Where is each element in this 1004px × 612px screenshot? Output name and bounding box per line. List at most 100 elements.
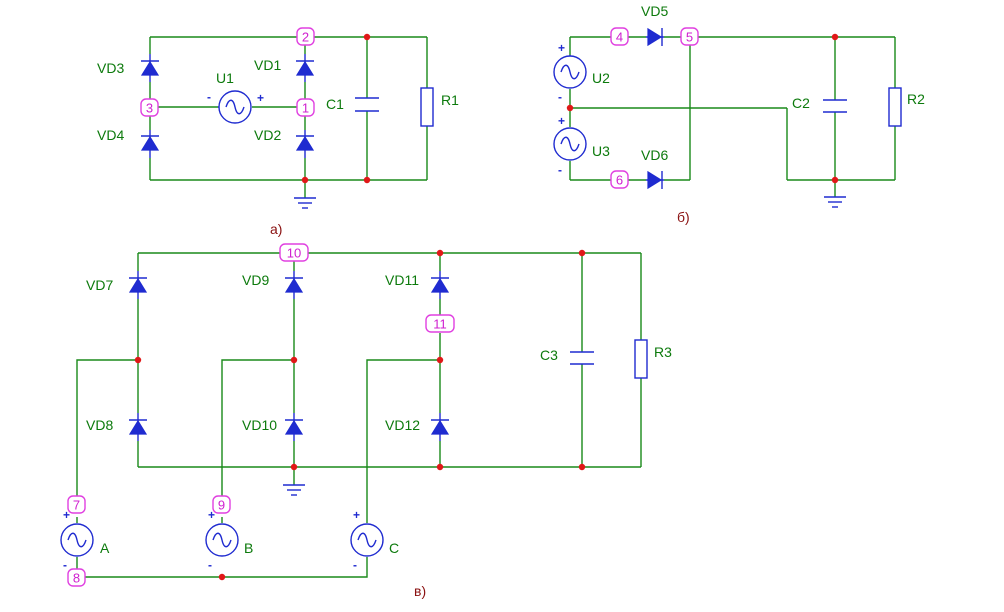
ground-c-symbol: [282, 484, 306, 496]
junction-dot: [290, 356, 298, 364]
node-marker-7: [67, 495, 86, 514]
caption-c: в): [414, 583, 426, 599]
diode-vd2-symbol: [295, 135, 315, 151]
junction-dot: [363, 176, 371, 184]
diode-vd6-symbol: [647, 170, 663, 190]
resistor-r1-symbol: [420, 87, 434, 127]
diode-vd3-symbol: [140, 60, 160, 76]
diode-vd7-symbol: [128, 277, 148, 293]
junction-dot: [831, 176, 839, 184]
caption-b: б): [677, 209, 690, 225]
u2-plus-sign: +: [558, 41, 565, 55]
node-label-5: 5: [686, 30, 693, 45]
junction-dot: [301, 176, 309, 184]
label-vd2: VD2: [254, 127, 281, 143]
node-label-8: 8: [73, 571, 80, 586]
node-label-2: 2: [302, 30, 309, 45]
u3-minus-sign: -: [558, 163, 562, 177]
node-marker-4: [610, 27, 629, 46]
label-c3: C3: [540, 347, 558, 363]
diode-vd11-symbol: [430, 277, 450, 293]
label-c1: C1: [326, 96, 344, 112]
junction-dot: [578, 249, 586, 257]
source-u1-symbol: [218, 90, 252, 124]
ground-b-symbol: [823, 196, 847, 208]
b-plus-sign: +: [208, 508, 215, 522]
c-plus-sign: +: [353, 508, 360, 522]
node-marker-9: [212, 495, 231, 514]
c-minus-sign: -: [353, 558, 357, 572]
source-b-symbol: [205, 523, 239, 557]
label-vd11: VD11: [385, 272, 419, 288]
node-label-11: 11: [433, 317, 447, 332]
u1-minus-sign: -: [207, 90, 211, 104]
label-source-c: C: [389, 540, 399, 556]
ground-a-symbol: [293, 197, 317, 209]
node-marker-3: [140, 98, 159, 117]
node-marker-2: [296, 27, 315, 46]
node-label-1: 1: [302, 101, 309, 116]
resistor-r3-symbol: [634, 339, 648, 379]
circuit-a: - + 2 1 3 VD3 VD4 VD1 VD2 U1 C1 R1 а): [97, 27, 459, 237]
node-marker-1: [296, 98, 315, 117]
node-label-7: 7: [73, 498, 80, 513]
diode-vd8-symbol: [128, 419, 148, 435]
label-u1: U1: [216, 70, 234, 86]
label-u2: U2: [592, 70, 610, 86]
junction-dot: [134, 356, 142, 364]
node-label-4: 4: [616, 30, 623, 45]
node-label-3: 3: [146, 101, 153, 116]
label-source-b: B: [244, 540, 253, 556]
diode-vd9-symbol: [284, 277, 304, 293]
caption-a: а): [270, 221, 282, 237]
junction-dot: [436, 356, 444, 364]
node-label-10: 10: [287, 246, 301, 261]
junction-dot: [566, 104, 574, 112]
node-marker-10: [279, 243, 309, 262]
junction-dot: [831, 33, 839, 41]
junction-dot: [218, 573, 226, 581]
junction-dot: [290, 463, 298, 471]
source-u2-symbol: [553, 55, 587, 89]
label-vd3: VD3: [97, 60, 124, 76]
label-r1: R1: [441, 92, 459, 108]
label-vd7: VD7: [86, 277, 113, 293]
resistor-r2-symbol: [888, 87, 902, 127]
label-vd6: VD6: [641, 147, 668, 163]
diode-vd10-symbol: [284, 419, 304, 435]
label-vd5: VD5: [641, 3, 668, 19]
node-label-6: 6: [616, 173, 623, 188]
u3-plus-sign: +: [558, 114, 565, 128]
junction-dot: [436, 249, 444, 257]
label-r3: R3: [654, 344, 672, 360]
junction-dot: [578, 463, 586, 471]
diode-vd5-symbol: [647, 27, 663, 47]
node-marker-8: [67, 568, 86, 587]
label-vd1: VD1: [254, 57, 281, 73]
source-c-symbol: [350, 523, 384, 557]
circuit-b: + - + - 4 5 6 VD5 VD6 U2 U3 C2 R2 б): [553, 3, 925, 225]
diode-vd1-symbol: [295, 60, 315, 76]
source-a-symbol: [60, 523, 94, 557]
u1-plus-sign: +: [257, 91, 264, 105]
label-c2: C2: [792, 95, 810, 111]
diode-vd4-symbol: [140, 135, 160, 151]
label-vd10: VD10: [242, 417, 277, 433]
junction-dot: [363, 33, 371, 41]
circuit-c: + - + - + - 10 11 7 9 8 VD7 VD8 VD9 VD10…: [60, 243, 672, 599]
a-plus-sign: +: [63, 508, 70, 522]
node-marker-5: [680, 27, 699, 46]
diode-vd12-symbol: [430, 419, 450, 435]
u2-minus-sign: -: [558, 90, 562, 104]
node-marker-6: [610, 170, 629, 189]
a-minus-sign: -: [63, 558, 67, 572]
label-u3: U3: [592, 143, 610, 159]
node-marker-11: [425, 314, 455, 333]
b-minus-sign: -: [208, 558, 212, 572]
label-source-a: A: [100, 540, 110, 556]
label-vd12: VD12: [385, 417, 420, 433]
label-vd9: VD9: [242, 272, 269, 288]
label-r2: R2: [907, 91, 925, 107]
label-vd8: VD8: [86, 417, 113, 433]
